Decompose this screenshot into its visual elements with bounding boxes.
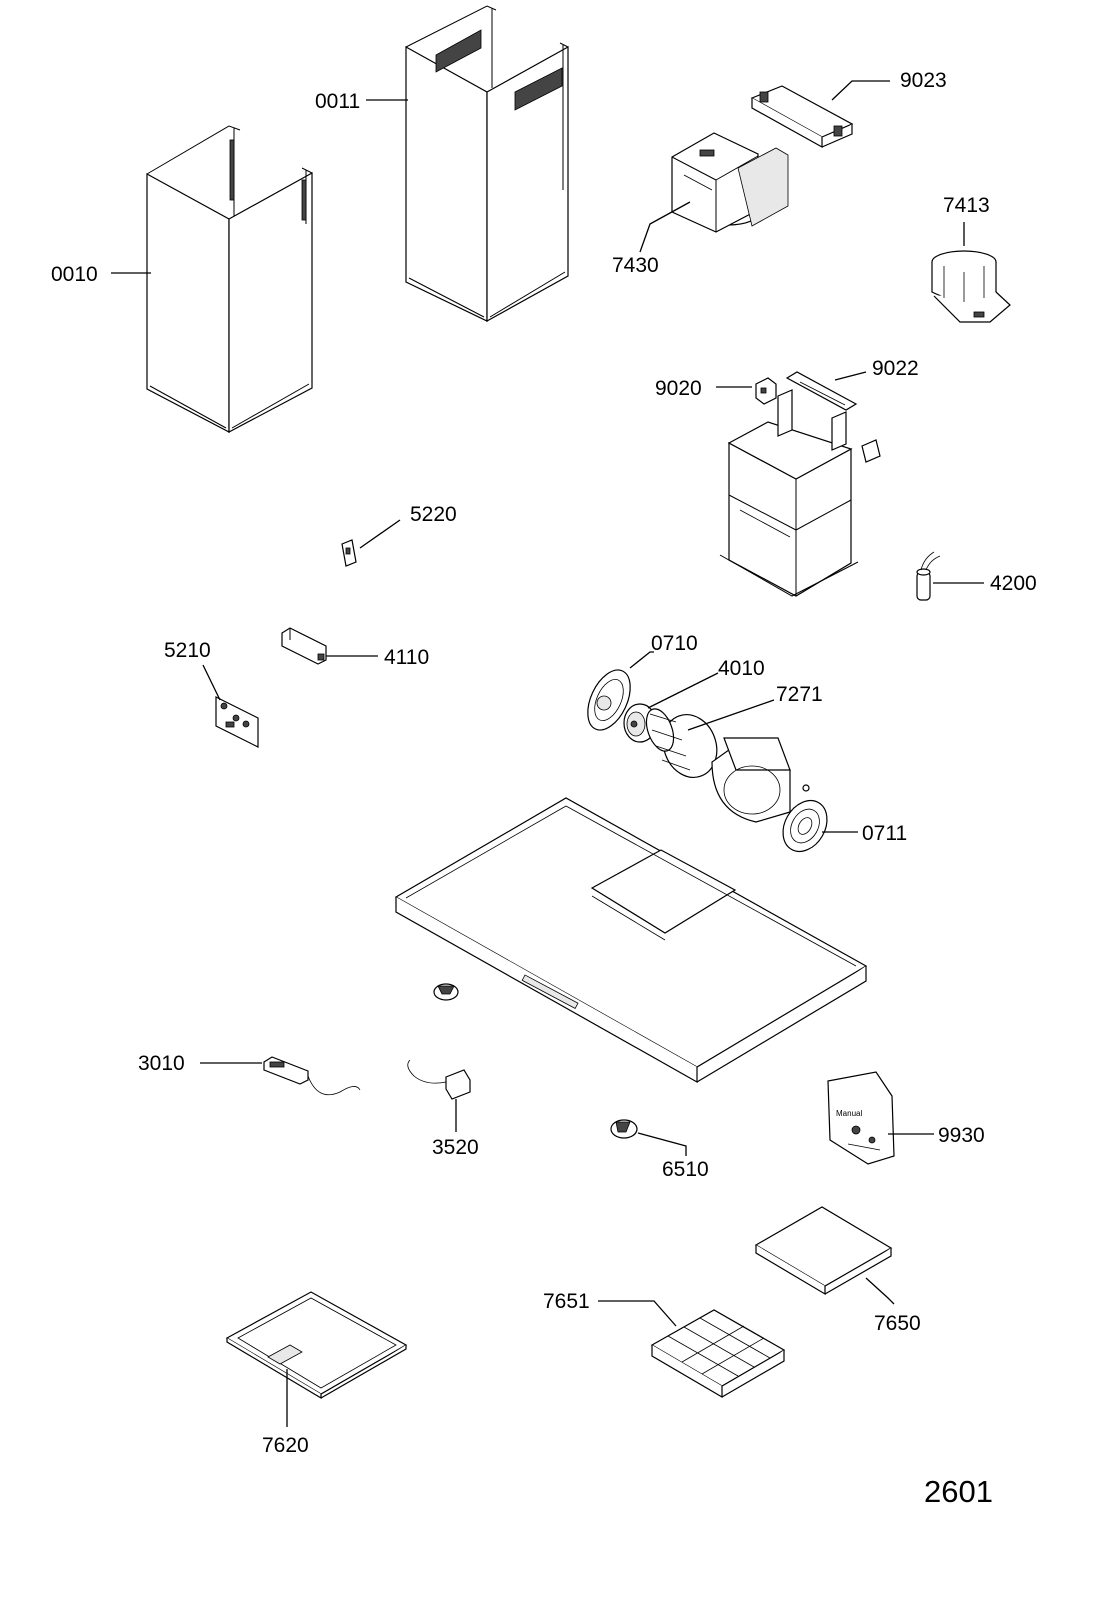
part-9020-clip[interactable]: [755, 377, 777, 405]
part-4110-module[interactable]: [281, 627, 327, 665]
part-motor-housing[interactable]: [719, 389, 881, 597]
svg-text:Manual: Manual: [836, 1109, 862, 1118]
part-9022-rail[interactable]: [785, 371, 858, 411]
label-5210: 5210: [164, 639, 211, 662]
part-lamp-holder[interactable]: [433, 983, 459, 1001]
label-9020: 9020: [655, 377, 702, 400]
label-4200: 4200: [990, 572, 1037, 595]
part-7413-adapter-ring[interactable]: [931, 250, 1011, 323]
part-9023-bracket[interactable]: [750, 85, 854, 149]
part-3520-connector[interactable]: [407, 1059, 471, 1100]
label-9022: 9022: [872, 357, 919, 380]
part-7271-impeller[interactable]: [641, 705, 725, 785]
label-0011: 0011: [315, 90, 360, 113]
label-7271: 7271: [776, 683, 823, 706]
part-7430-air-outlet[interactable]: [671, 132, 789, 233]
label-0010: 0010: [51, 263, 98, 286]
part-5220-switch[interactable]: [341, 539, 357, 567]
part-6510-knob[interactable]: [610, 1119, 638, 1139]
label-7651: 7651: [543, 1290, 590, 1313]
part-4200-capacitor[interactable]: [916, 551, 941, 601]
label-3010: 3010: [138, 1052, 185, 1075]
label-3520: 3520: [432, 1136, 479, 1159]
label-7620: 7620: [262, 1434, 309, 1457]
part-3010-light[interactable]: [263, 1056, 361, 1096]
label-6510: 6510: [662, 1158, 709, 1181]
label-9023: 9023: [900, 69, 947, 92]
label-7430: 7430: [612, 254, 659, 277]
part-hood-body[interactable]: [394, 797, 868, 1084]
part-7651-filter-frame[interactable]: [650, 1309, 786, 1399]
part-0710-motor-plate[interactable]: [579, 663, 639, 736]
part-9930-accessory-bag[interactable]: Manual: [827, 1071, 895, 1165]
part-blower-housing[interactable]: [711, 737, 810, 823]
label-7413: 7413: [943, 194, 990, 217]
part-0010-lower-chimney[interactable]: [146, 125, 313, 433]
label-9930: 9930: [938, 1124, 985, 1147]
label-5220: 5220: [410, 503, 457, 526]
part-7620-grease-filter[interactable]: [225, 1291, 408, 1400]
part-5210-control-board[interactable]: [215, 696, 259, 748]
label-4010: 4010: [718, 657, 765, 680]
label-0711: 0711: [862, 822, 907, 845]
part-0711-grille[interactable]: [774, 793, 836, 860]
label-0710: 0710: [651, 632, 698, 655]
label-7650: 7650: [874, 1312, 921, 1335]
part-7650-carbon-filter[interactable]: [754, 1206, 893, 1296]
sheet-number: 2601: [924, 1474, 993, 1509]
part-0011-upper-chimney[interactable]: [405, 5, 569, 323]
label-4110: 4110: [384, 646, 429, 669]
